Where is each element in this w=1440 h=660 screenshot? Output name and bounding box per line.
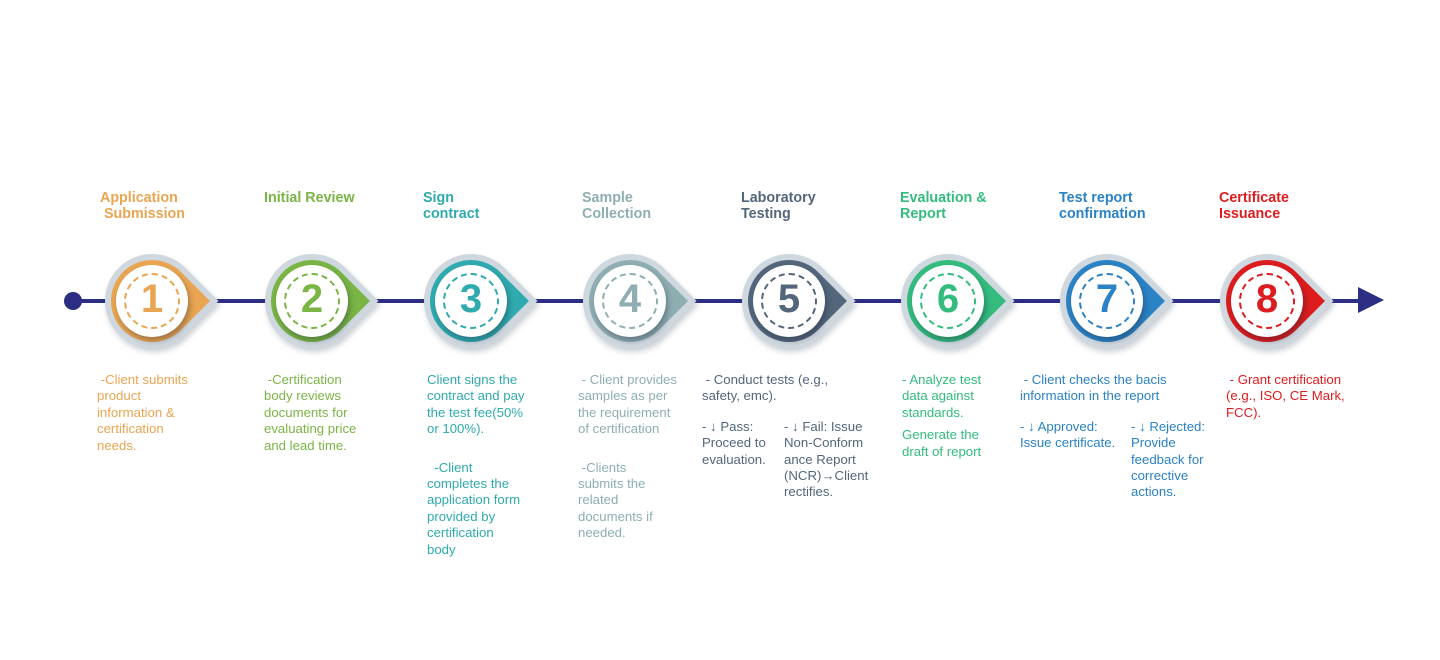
- step-title: Initial Review: [264, 190, 355, 206]
- step-description: -Client submits product information & ce…: [97, 372, 217, 476]
- description-paragraph: -Clients submits the related documents i…: [578, 459, 653, 541]
- step-description: - Client checks the bacis information in…: [1020, 372, 1222, 501]
- description-paragraph: - Conduct tests (e.g., safety, emc).: [702, 372, 829, 404]
- description-paragraph: - Grant certification (e.g., ISO, CE Mar…: [1226, 372, 1345, 420]
- map-pin-marker-icon: 6: [881, 234, 1020, 368]
- pin-dashed-ring: [602, 273, 658, 329]
- step-description: - Analyze test data against standards. G…: [902, 372, 1017, 466]
- pin-dashed-ring: [761, 273, 817, 329]
- step-description: Client signs the contract and pay the te…: [427, 372, 552, 580]
- arrow-right-icon: [1358, 287, 1384, 313]
- rejected-branch: - ↓ Rejected: Provide feedback for corre…: [1131, 418, 1206, 500]
- pass-branch: - ↓ Pass: Proceed to evaluation.: [702, 418, 766, 467]
- map-pin-marker-icon: 4: [563, 234, 702, 368]
- step-description: - Conduct tests (e.g., safety, emc). - ↓…: [702, 372, 892, 501]
- approved-rejected-branches: - ↓ Approved: Issue certificate. - ↓ Rej…: [1020, 419, 1222, 501]
- step-number: 4: [618, 277, 642, 321]
- description-paragraph: Client signs the contract and pay the te…: [427, 372, 525, 437]
- step-title: Sample Collection: [582, 190, 652, 222]
- step-number: 6: [936, 277, 960, 321]
- pin-dashed-ring: [920, 273, 976, 329]
- approved-branch: - ↓ Approved: Issue certificate.: [1020, 418, 1116, 451]
- step-number: 1: [140, 277, 164, 321]
- pin-dashed-ring: [1239, 273, 1295, 329]
- map-pin-marker-icon: 2: [245, 234, 384, 368]
- step-title: Certificate Issuance: [1219, 190, 1289, 222]
- map-pin-marker-icon: 8: [1200, 234, 1339, 368]
- description-paragraph: Generate the draft of report: [902, 427, 982, 459]
- pin-dashed-ring: [1079, 273, 1135, 329]
- description-paragraph: -Client completes the application form p…: [427, 459, 521, 557]
- map-pin-marker-icon: 7: [1040, 234, 1179, 368]
- map-pin-marker-icon: 3: [404, 234, 543, 368]
- step-title: Laboratory Testing: [741, 190, 816, 222]
- step-number: 5: [777, 277, 801, 321]
- pin-dashed-ring: [284, 273, 340, 329]
- step-number: 3: [459, 277, 483, 321]
- step-description: - Grant certification (e.g., ISO, CE Mar…: [1226, 372, 1376, 443]
- fail-branch: - ↓ Fail: Issue Non-Conform ance Report …: [784, 418, 869, 500]
- pass-fail-branches: - ↓ Pass: Proceed to evaluation. - ↓ Fai…: [702, 419, 892, 501]
- description-paragraph: - Analyze test data against standards.: [902, 372, 982, 420]
- description-paragraph: - Client checks the bacis information in…: [1020, 372, 1167, 404]
- timeline-line: [73, 299, 1361, 303]
- step-number: 2: [300, 277, 324, 321]
- description-paragraph: -Certification body reviews documents fo…: [264, 372, 357, 453]
- step-title: Sign contract: [423, 190, 480, 222]
- step-description: -Certification body reviews documents fo…: [264, 372, 379, 476]
- step-number: 8: [1255, 277, 1279, 321]
- map-pin-marker-icon: 5: [722, 234, 861, 368]
- pin-dashed-ring: [443, 273, 499, 329]
- description-paragraph: - Client provides samples as per the req…: [578, 372, 677, 437]
- step-description: - Client provides samples as per the req…: [578, 372, 698, 564]
- step-number: 7: [1095, 277, 1119, 321]
- pin-dashed-ring: [124, 273, 180, 329]
- description-paragraph: -Client submits product information & ce…: [97, 372, 188, 453]
- map-pin-marker-icon: 1: [85, 234, 224, 368]
- step-title: Application Submission: [100, 190, 186, 222]
- step-title: Evaluation & Report: [900, 190, 987, 222]
- step-title: Test report confirmation: [1059, 190, 1146, 222]
